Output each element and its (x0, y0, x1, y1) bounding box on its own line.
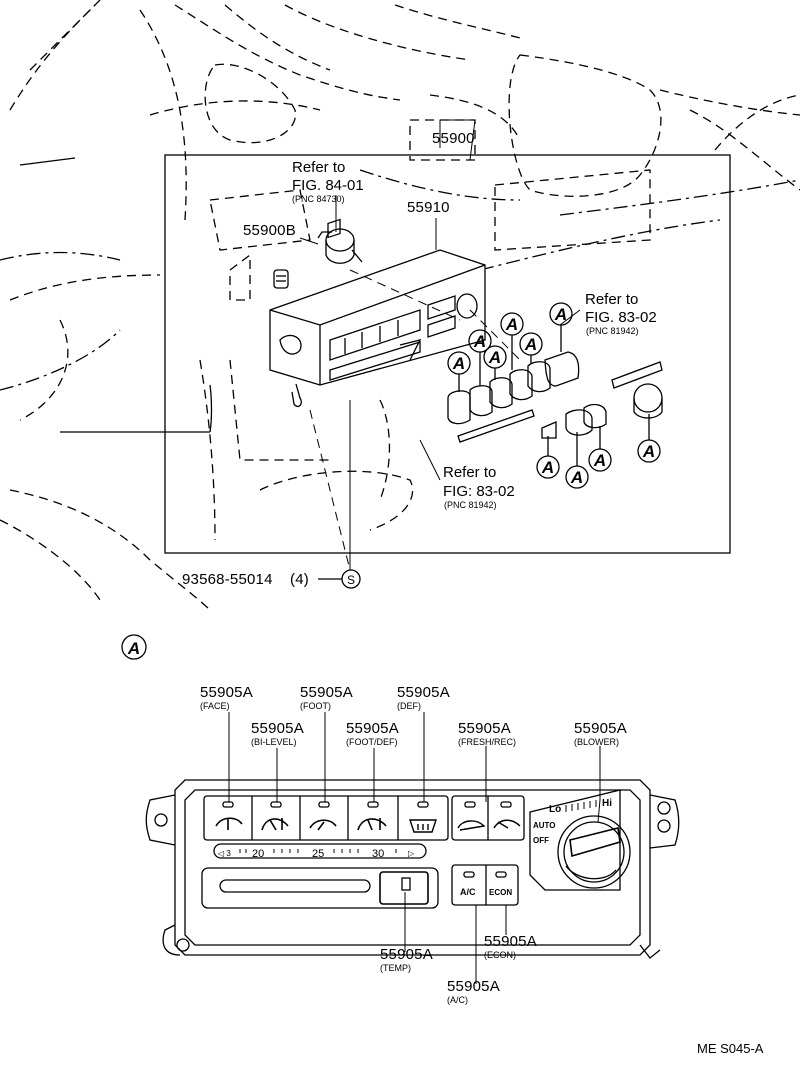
leader-lines-upper (299, 119, 581, 571)
svg-text:A: A (505, 315, 518, 334)
ref3-line3: (PNC 81942) (444, 500, 497, 510)
svg-text:(FRESH/REC): (FRESH/REC) (458, 737, 516, 747)
svg-text:A: A (593, 451, 606, 470)
svg-text:55905A: 55905A (300, 684, 353, 701)
svg-text:AUTO: AUTO (533, 821, 556, 830)
svg-text:▷: ▷ (408, 849, 415, 858)
svg-text:55905A: 55905A (200, 684, 253, 701)
svg-text:S: S (347, 573, 355, 587)
svg-text:(BI-LEVEL): (BI-LEVEL) (251, 737, 297, 747)
dashboard-outline (0, 0, 800, 611)
ref3-line1: Refer to (443, 464, 496, 481)
svg-text:55905A: 55905A (574, 720, 627, 737)
svg-text:A: A (127, 639, 140, 658)
part-number-55900B: 55900B (243, 222, 296, 239)
svg-text:(FACE): (FACE) (200, 701, 230, 711)
svg-text:(TEMP): (TEMP) (380, 963, 411, 973)
svg-text:55905A: 55905A (447, 978, 500, 995)
svg-text:55905A: 55905A (397, 684, 450, 701)
svg-text:A: A (488, 348, 501, 367)
svg-text:(ECON): (ECON) (484, 950, 516, 960)
svg-text:55905A: 55905A (484, 933, 537, 950)
svg-text:A: A (541, 458, 554, 477)
svg-text:A/C: A/C (460, 887, 476, 897)
ref1-line2: FIG. 84-01 (292, 177, 364, 194)
svg-text:A: A (570, 468, 583, 487)
ref1-line3: (PNC 84730) (292, 194, 345, 204)
svg-text:55905A: 55905A (251, 720, 304, 737)
screw-symbol (341, 569, 361, 589)
ref1-line1: Refer to (292, 159, 345, 176)
detail-callouts: 55905A (FACE) 55905A (BI-LEVEL) 55905A (… (200, 684, 627, 1005)
svg-text:A: A (554, 305, 567, 324)
reference-frame (164, 154, 731, 554)
ref2-line2: FIG. 83-02 (585, 309, 657, 326)
svg-text:Lo: Lo (549, 804, 561, 815)
svg-text:55905A: 55905A (380, 946, 433, 963)
svg-text:Hi: Hi (602, 798, 612, 809)
detail-marker (121, 634, 147, 660)
svg-text:(A/C): (A/C) (447, 995, 468, 1005)
figure-code: ME S045-A (697, 1041, 764, 1056)
svg-text:(FOOT): (FOOT) (300, 701, 331, 711)
exploded-buttons (447, 351, 663, 443)
svg-text:30: 30 (372, 848, 384, 860)
screw-quantity: (4) (290, 571, 309, 588)
svg-text:25: 25 (312, 848, 324, 860)
bulb-55900B (273, 269, 289, 289)
leader-lines-detail (228, 712, 601, 984)
svg-text:OFF: OFF (533, 836, 549, 845)
svg-text:55905A: 55905A (346, 720, 399, 737)
svg-text:A: A (642, 442, 655, 461)
knob-84730 (317, 228, 363, 264)
svg-text:A: A (473, 332, 486, 351)
callout-markers-upper: A A A A A A A A A A (447, 302, 661, 489)
part-number-55910: 55910 (407, 199, 450, 216)
panel-printed-text: ◁ 3 20 25 30 ▷ Lo Hi AUTO OFF A/C ECON (217, 798, 612, 897)
ref2-line1: Refer to (585, 291, 638, 308)
screw-part-number: 93568-55014 (182, 571, 273, 588)
svg-text:(DEF): (DEF) (397, 701, 421, 711)
control-unit-55910 (269, 218, 486, 408)
svg-text:55905A: 55905A (458, 720, 511, 737)
ref2-line3: (PNC 81942) (586, 326, 639, 336)
svg-text:(BLOWER): (BLOWER) (574, 737, 619, 747)
svg-text:ECON: ECON (489, 888, 512, 897)
part-number-55900: 55900 (432, 130, 475, 147)
ref3-line2: FIG: 83-02 (443, 483, 515, 500)
svg-text:20: 20 (252, 848, 264, 860)
control-panel (145, 779, 680, 959)
svg-text:(FOOT/DEF): (FOOT/DEF) (346, 737, 398, 747)
svg-text:A: A (524, 335, 537, 354)
svg-text:A: A (452, 354, 465, 373)
temp-scale-ticks (239, 800, 597, 853)
svg-text:◁ 3: ◁ 3 (217, 849, 231, 858)
